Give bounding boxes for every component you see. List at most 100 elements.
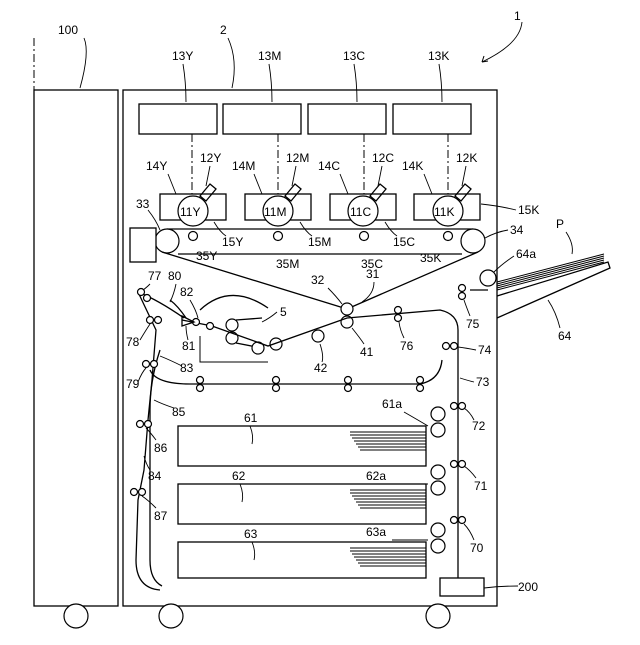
pickup-roller-63a <box>431 523 445 537</box>
label-76: 76 <box>400 339 414 353</box>
roller-79b <box>151 361 158 368</box>
fuser-heat-roller <box>226 319 238 331</box>
path-pair-1b <box>197 385 204 392</box>
path-pair-2b <box>273 385 280 392</box>
label-61a: 61a <box>382 397 402 411</box>
roller-70b <box>459 517 466 524</box>
roller-74a <box>443 343 450 350</box>
label-15k: 15K <box>518 203 539 217</box>
path-pair-1a <box>197 377 204 384</box>
finisher-leader <box>80 38 86 88</box>
belt-cleaner <box>130 228 156 262</box>
pickup-roller-61a <box>431 407 445 421</box>
label-64: 64 <box>558 329 572 343</box>
roller-75b <box>459 293 466 300</box>
label-61: 61 <box>244 411 258 425</box>
label-33: 33 <box>136 197 150 211</box>
pickup-roller-62a <box>431 465 445 479</box>
roller-77b <box>144 295 151 302</box>
roller-70a <box>451 517 458 524</box>
leader-p <box>566 232 572 254</box>
roller-78b <box>155 317 162 324</box>
label-35y: 35Y <box>196 249 217 263</box>
label-87: 87 <box>154 509 168 523</box>
label-12c: 12C <box>372 151 394 165</box>
printer-body: 2 1 <box>123 9 522 628</box>
label-62a: 62a <box>366 469 386 483</box>
label-12m: 12M <box>286 151 309 165</box>
label-63a: 63a <box>366 525 386 539</box>
label-70: 70 <box>470 541 484 555</box>
label-printer-body: 2 <box>220 23 227 37</box>
label-11k: 11K <box>434 205 454 219</box>
label-12y: 12Y <box>200 151 221 165</box>
separation-roller-63 <box>431 539 445 553</box>
label-83: 83 <box>180 361 194 375</box>
roller-76b <box>395 315 402 322</box>
label-finisher: 100 <box>58 23 78 37</box>
toner-cartridge-c <box>308 104 386 134</box>
primary-roller-35m <box>274 232 283 241</box>
belt-roller-34 <box>461 229 485 253</box>
roller-76a <box>395 307 402 314</box>
label-14k: 14K <box>402 159 423 173</box>
label-80: 80 <box>168 269 182 283</box>
toner-cartridge-k <box>393 104 471 134</box>
label-73: 73 <box>476 375 490 389</box>
label-62: 62 <box>232 469 246 483</box>
label-15y: 15Y <box>222 235 243 249</box>
label-64a: 64a <box>516 247 536 261</box>
apparatus-leader <box>482 22 522 62</box>
label-13k: 13K <box>428 49 449 63</box>
primary-roller-35k <box>444 232 453 241</box>
label-72: 72 <box>472 419 486 433</box>
label-81: 81 <box>182 339 196 353</box>
exit-roller-82b <box>207 323 214 330</box>
label-13c: 13C <box>343 49 365 63</box>
toner-cartridge-y <box>139 104 217 134</box>
label-12k: 12K <box>456 151 477 165</box>
primary-roller-35c <box>360 232 369 241</box>
label-42: 42 <box>314 361 328 375</box>
body-leader <box>228 38 234 88</box>
label-85: 85 <box>172 405 186 419</box>
separation-roller-61 <box>431 423 445 437</box>
roller-79a <box>143 361 150 368</box>
pickup-roller-64a <box>480 270 496 286</box>
roller-87b <box>139 489 146 496</box>
label-14y: 14Y <box>146 159 167 173</box>
label-35m: 35M <box>276 257 299 271</box>
label-35k: 35K <box>420 251 441 265</box>
label-15m: 15M <box>308 235 331 249</box>
label-15c: 15C <box>393 235 415 249</box>
wheel-right <box>426 604 450 628</box>
leader-64 <box>548 300 560 328</box>
label-82: 82 <box>180 285 194 299</box>
label-11m: 11M <box>264 205 286 219</box>
label-71: 71 <box>474 479 488 493</box>
label-13y: 13Y <box>172 49 193 63</box>
label-74: 74 <box>478 343 492 357</box>
toner-cartridge-m <box>223 104 301 134</box>
label-14m: 14M <box>232 159 255 173</box>
label-14c: 14C <box>318 159 340 173</box>
label-11y: 11Y <box>180 205 200 219</box>
label-31: 31 <box>366 267 380 281</box>
secondary-roller-32 <box>341 303 353 315</box>
label-5: 5 <box>280 305 287 319</box>
label-78: 78 <box>126 335 140 349</box>
roller-78a <box>147 317 154 324</box>
roller-74b <box>451 343 458 350</box>
roller-75a <box>459 285 466 292</box>
wheel-left <box>159 604 183 628</box>
sheet-stack-61 <box>350 432 426 450</box>
path-pair-4b <box>417 385 424 392</box>
label-32: 32 <box>311 273 325 287</box>
label-200: 200 <box>518 580 538 594</box>
label-11c: 11C <box>350 205 371 219</box>
path-pair-3b <box>345 385 352 392</box>
label-77: 77 <box>148 269 162 283</box>
path-roller-42 <box>312 330 324 342</box>
